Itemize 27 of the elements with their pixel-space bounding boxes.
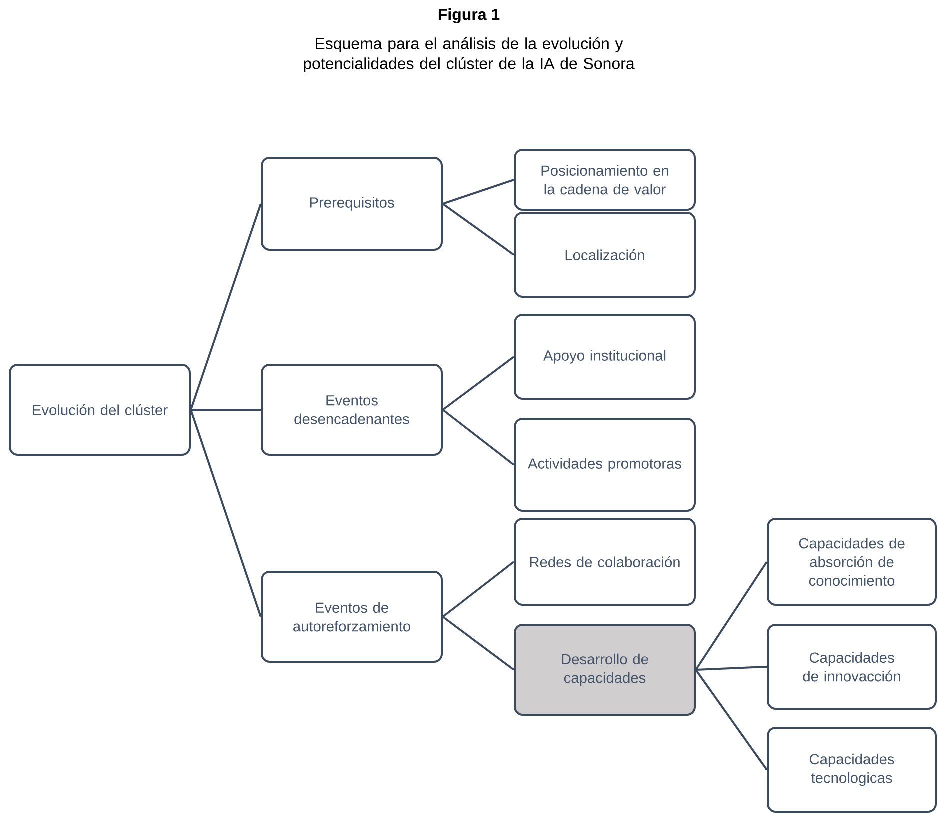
connector-line — [442, 356, 515, 411]
highlighted-box: Desarrollo de capacidades — [514, 624, 696, 716]
process-box: Capacidades tecnologicas — [767, 727, 938, 813]
figure-caption: Esquema para el análisis de la evolución y potencialidades del clúster de la IA de Sonora — [304, 37, 635, 73]
connector-line — [190, 204, 262, 410]
connector-line — [442, 203, 515, 256]
process-box: Posicionamiento en la cadena de valor — [514, 149, 696, 211]
process-box: Eventos desencadenantes — [261, 364, 443, 456]
process-box: Apoyo institucional — [514, 314, 696, 400]
process-box: Capacidades de absorción de conocimiento — [767, 518, 938, 606]
connector-line — [442, 561, 515, 618]
connector-line — [190, 410, 262, 618]
process-box: Actividades promotoras — [514, 418, 696, 512]
figure-title: Figura 1 — [438, 8, 500, 24]
connector-line — [191, 409, 261, 411]
connector-line — [442, 616, 515, 671]
connector-line — [442, 179, 514, 205]
process-box: Prerequisitos — [261, 157, 443, 251]
connector-line — [696, 666, 768, 671]
process-box: Capacidades de innovacción — [767, 624, 938, 710]
process-box: Evolución del clúster — [9, 364, 191, 456]
process-box: Localización — [514, 212, 696, 298]
connector-line — [695, 669, 768, 771]
process-box: Redes de colaboración — [514, 518, 696, 606]
process-box: Eventos de autoreforzamiento — [261, 571, 443, 663]
connector-line — [442, 409, 515, 466]
connector-line — [695, 561, 768, 671]
